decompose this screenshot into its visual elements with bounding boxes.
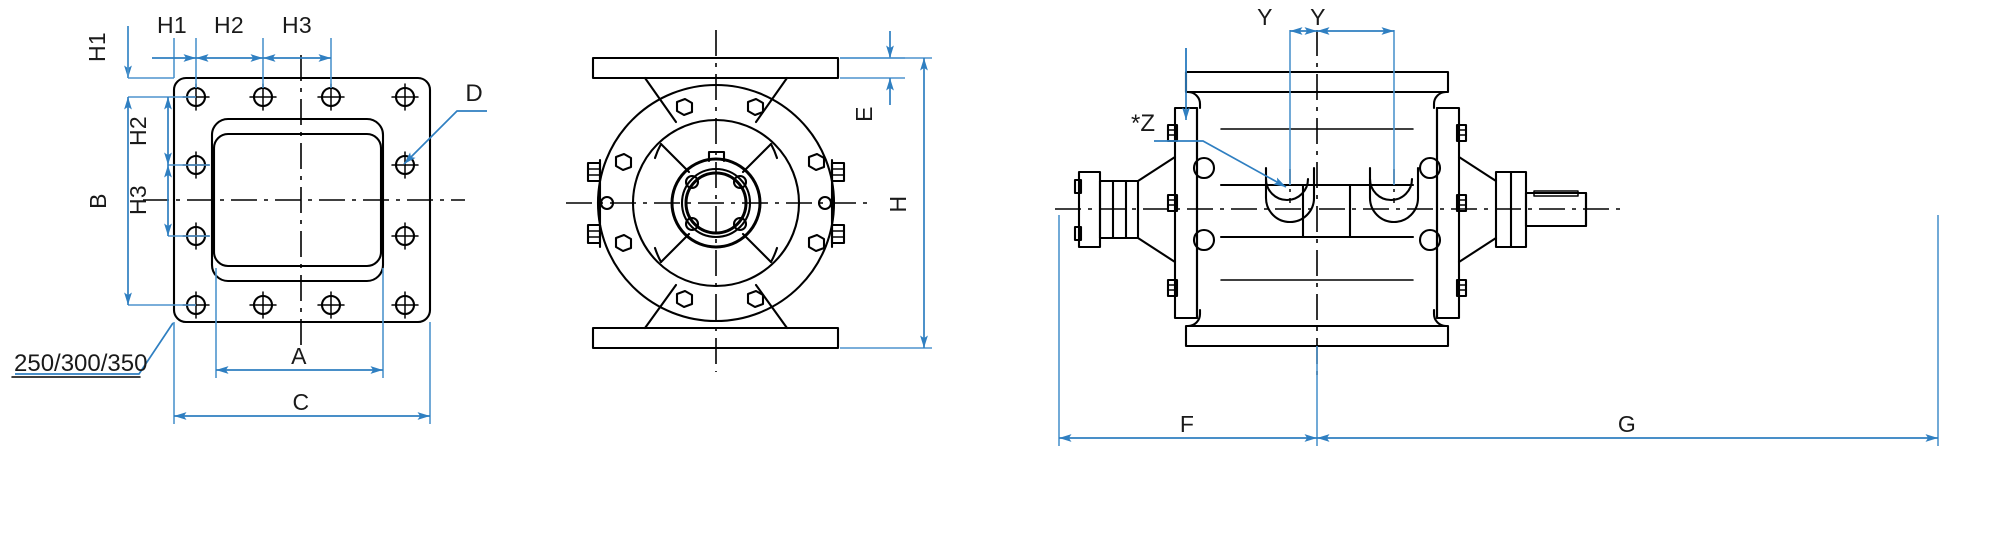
top-view-group: H1 H1 H2 H3 H2 (11, 12, 487, 424)
side-fillet-top-left (1186, 90, 1202, 110)
front-view-group: E H (566, 30, 932, 372)
dimension-y-right: Y (1310, 4, 1395, 185)
side-fillet-top-right (1432, 90, 1448, 110)
side-left-endplate (1166, 106, 1216, 320)
bolt-hole (317, 291, 345, 319)
dim-label-b: B (85, 193, 111, 209)
callout-label-z: *Z (1131, 110, 1155, 137)
top-plate-outline (172, 76, 432, 324)
top-inner-rect-outer (210, 117, 385, 283)
bolt-hole (391, 291, 419, 319)
dimension-h2-vertical: H2 (125, 96, 210, 166)
top-bolt-hole-group (182, 83, 419, 319)
dimension-e-vertical: E (840, 31, 905, 122)
dim-label-a: A (291, 343, 307, 369)
dimension-h3-horizontal: H3 (263, 12, 332, 88)
callout-size-note: 250/300/350 (11, 322, 174, 378)
front-hub-bolts (684, 174, 748, 232)
callout-d: D (403, 80, 487, 165)
dim-label-h1-horizontal: H1 (157, 12, 187, 38)
dim-label-y-right: Y (1310, 4, 1326, 30)
dim-label-h1-vertical: H1 (84, 32, 110, 62)
side-fillet-bottom-right (1432, 308, 1448, 328)
bolt-hole (391, 83, 419, 111)
side-fillet-bottom-left (1186, 308, 1202, 328)
dim-label-h2-vertical: H2 (125, 116, 151, 146)
dimension-c-horizontal: C (173, 322, 431, 424)
callout-z: *Z (1131, 110, 1287, 188)
dim-label-f: F (1180, 411, 1194, 437)
dim-label-h3-vertical: H3 (125, 185, 151, 215)
dim-label-h3-horizontal: H3 (282, 12, 312, 38)
side-view-group: Y Y *Z F G (1055, 4, 1939, 446)
dimension-g-horizontal: G (1317, 215, 1939, 446)
dim-label-c: C (293, 389, 310, 415)
dimension-h-vertical: H (840, 57, 932, 349)
bolt-hole (249, 291, 277, 319)
side-right-endplate (1418, 106, 1468, 320)
callout-label-d: D (465, 80, 482, 107)
dimension-y-left: Y (1257, 4, 1317, 185)
bolt-hole (391, 151, 419, 179)
dim-label-h2-horizontal: H2 (214, 12, 244, 38)
dim-label-h: H (885, 196, 911, 213)
front-rotor-vanes (653, 142, 779, 264)
bolt-hole (391, 222, 419, 250)
dim-label-e: E (851, 106, 877, 122)
dimension-a-horizontal: A (215, 268, 384, 378)
dim-label-y-left: Y (1257, 4, 1273, 30)
dimension-h2-horizontal: H2 (196, 12, 264, 88)
top-inner-rect-inner (212, 132, 383, 268)
dimension-h1-horizontal: H1 (152, 12, 197, 88)
side-right-bearing-housing (1457, 155, 1588, 264)
dim-label-g: G (1618, 411, 1636, 437)
dimension-b-vertical: B (85, 97, 196, 306)
dimension-f-horizontal: F (1058, 215, 1318, 446)
callout-label-size: 250/300/350 (14, 350, 147, 377)
front-flange-bolts (614, 97, 826, 309)
